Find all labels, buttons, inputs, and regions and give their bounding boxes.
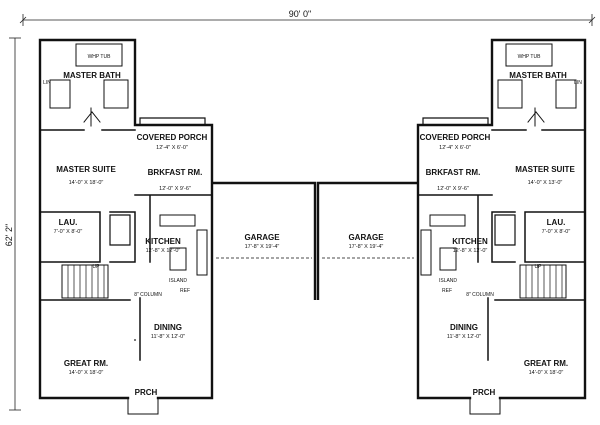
- right-garage-outline: [316, 117, 489, 300]
- right-master-suite-dim: 14'-0" X 13'-0": [528, 180, 563, 186]
- right-master-suite-label: MASTER SUITE: [515, 165, 575, 174]
- right-garage-label: GARAGE: [348, 233, 384, 242]
- left-lau-dim: 7'-0" X 8'-0": [54, 229, 83, 235]
- left-whp-tub-label: WHP TUB: [88, 54, 112, 60]
- right-master-bath-label: MASTER BATH: [509, 71, 567, 80]
- right-up-label: UP: [535, 264, 543, 270]
- left-great-rm-dim: 14'-0" X 18'-0": [69, 370, 104, 376]
- right-brkfast-dim: 12'-0" X 9'-6": [437, 186, 469, 192]
- right-great-rm-label: GREAT RM.: [524, 359, 568, 368]
- right-lin-label: LIN: [574, 80, 582, 86]
- right-unit-walls: [416, 38, 587, 415]
- right-whp-tub-label: WHP TUB: [518, 54, 542, 60]
- right-garage-dim: 17'-8" X 19'-4": [349, 244, 384, 250]
- left-covered-porch-dim: 12'-4" X 6'-0": [156, 145, 188, 151]
- left-covered-porch-label: COVERED PORCH: [137, 133, 208, 142]
- overall-width-label: 90' 0": [289, 9, 311, 19]
- right-dining-label: DINING: [450, 323, 478, 332]
- left-dining-dim: 11'-8" X 12'-0": [151, 334, 185, 340]
- left-unit-walls: [38, 38, 214, 415]
- left-master-bath-label: MASTER BATH: [63, 71, 121, 80]
- left-great-rm-label: GREAT RM.: [64, 359, 108, 368]
- right-column-label: 8" COLUMN: [466, 292, 494, 298]
- right-island-label: ISLAND: [439, 278, 457, 284]
- left-column-label: 8" COLUMN: [134, 292, 162, 298]
- left-ref-label: REF: [180, 288, 190, 294]
- right-great-rm-dim: 14'-0" X 18'-0": [529, 370, 564, 376]
- dimension-lines: [9, 14, 596, 411]
- right-covered-porch-label: COVERED PORCH: [420, 133, 491, 142]
- left-master-suite-label: MASTER SUITE: [56, 165, 116, 174]
- left-kitchen-label: KITCHEN: [145, 237, 181, 246]
- right-ref-label: REF: [442, 288, 452, 294]
- left-up-label: UP: [93, 264, 101, 270]
- left-lin-label: LIN: [43, 80, 51, 86]
- left-prch-label: PRCH: [135, 388, 158, 397]
- right-dining-dim: 11'-8" X 12'-0": [447, 334, 481, 340]
- left-island-label: ISLAND: [169, 278, 187, 284]
- right-lau-dim: 7'-0" X 8'-0": [542, 229, 571, 235]
- left-garage-dim: 17'-8" X 19'-4": [245, 244, 280, 250]
- right-lau-label: LAU.: [547, 218, 566, 227]
- right-kitchen-dim: 12'-8" X 12'-0": [453, 248, 488, 254]
- right-prch-label: PRCH: [473, 388, 496, 397]
- left-lau-label: LAU.: [59, 218, 78, 227]
- left-brkfast-dim: 12'-0" X 9'-6": [159, 186, 191, 192]
- left-kitchen-dim: 12'-8" X 12'-0": [146, 248, 181, 254]
- left-dining-label: DINING: [154, 323, 182, 332]
- overall-depth-label: 62' 2": [4, 224, 14, 246]
- right-brkfast-label: BRKFAST RM.: [426, 168, 481, 177]
- right-covered-porch-dim: 12'-4" X 6'-0": [439, 145, 471, 151]
- left-garage-label: GARAGE: [244, 233, 280, 242]
- left-garage-outline: [139, 117, 317, 300]
- right-kitchen-label: KITCHEN: [452, 237, 488, 246]
- left-brkfast-label: BRKFAST RM.: [148, 168, 203, 177]
- left-master-suite-dim: 14'-0" X 18'-0": [69, 180, 104, 186]
